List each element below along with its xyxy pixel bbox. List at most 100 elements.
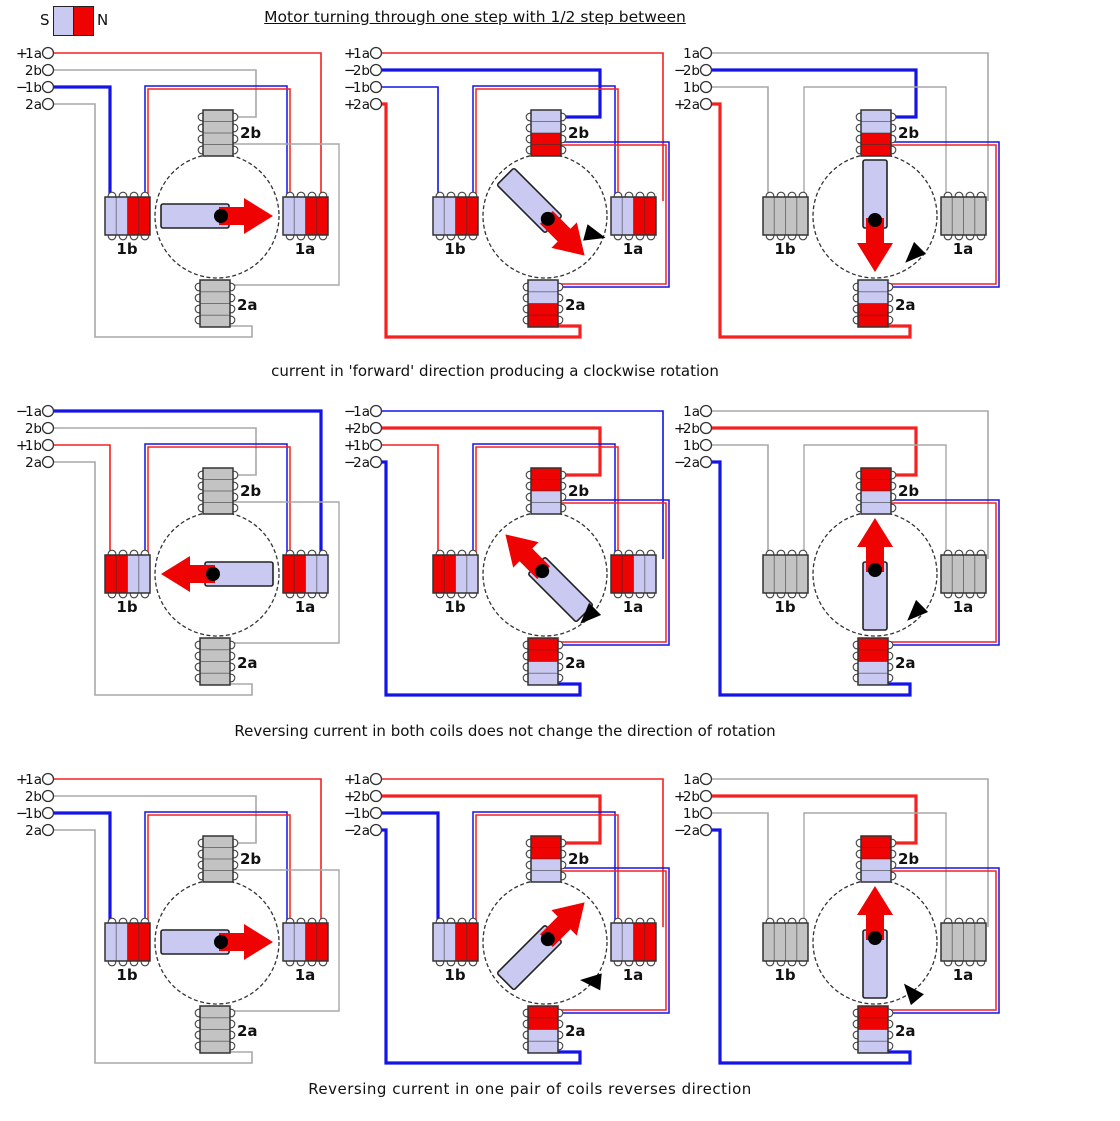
rotor-pivot-dot [540, 211, 555, 226]
terminal-label-1a: 1a [25, 772, 42, 788]
wire-phase1-link-red [147, 88, 291, 197]
coil-1a-outline [610, 554, 657, 594]
wire-terminal-2b [711, 426, 918, 477]
wire-phase1-link-red [475, 88, 619, 197]
wire-terminal-2b [711, 68, 918, 119]
wire-phase2-link-red [558, 144, 667, 285]
coil-label-2a: 2a [895, 654, 916, 672]
rotor-pivot-dot [868, 563, 882, 577]
wire-terminal-1b [53, 811, 112, 923]
terminal-sign-2a: − [344, 823, 356, 839]
coil-1a-outline [610, 922, 657, 962]
coil-label-2b: 2b [568, 850, 589, 868]
coil-label-1a: 1a [623, 598, 644, 616]
wire-terminal-1a [711, 410, 989, 559]
coil-label-2a: 2a [237, 296, 258, 314]
rotation-direction-arrow [907, 599, 929, 621]
wire-terminal-2a [53, 103, 253, 338]
terminal-label-2a: 2a [25, 455, 42, 471]
wire-terminal-1a [711, 778, 989, 927]
wire-terminal-2b [53, 69, 257, 118]
rotor [160, 924, 273, 960]
coil-label-1b: 1b [774, 240, 795, 258]
coil-label-1b: 1b [444, 240, 465, 258]
rotor-north-arrow [219, 198, 273, 234]
coil-label-2b: 2b [240, 482, 261, 500]
coil-1b-outline [104, 196, 151, 236]
terminal-circle-1b [699, 438, 713, 452]
rotation-direction-arrow [905, 241, 927, 263]
coil-2a-outline [857, 637, 889, 686]
terminal-sign-1b: − [344, 806, 356, 822]
coil-label-1a: 1a [953, 966, 974, 984]
coil-1a-outline [282, 922, 329, 962]
terminal-circle-2a [699, 823, 713, 837]
terminal-sign-2b: + [674, 421, 686, 437]
terminal-label-1b: 1b [353, 438, 370, 454]
legend-north-box [73, 6, 94, 36]
wire-phase1-link-red [475, 814, 619, 923]
wire-terminal-2b [381, 426, 602, 477]
coil-1b-outline [432, 196, 479, 236]
rotor-north-arrow [219, 924, 273, 960]
rotor-pivot-dot [214, 209, 228, 223]
wire-terminal-1b [53, 444, 111, 555]
terminal-circle-2b [699, 63, 713, 77]
coil-1a-outline [282, 196, 329, 236]
terminal-sign-1b: − [16, 80, 28, 96]
terminal-label-2a: 2a [25, 97, 42, 113]
wire-phase1-link-red [147, 814, 291, 923]
terminal-label-1a: 1a [683, 772, 700, 788]
terminal-sign-1a: + [16, 46, 28, 62]
coil-1b-outline [762, 554, 809, 594]
coil-label-1b: 1b [116, 598, 137, 616]
coil-label-2a: 2a [565, 654, 586, 672]
rotor-pivot-dot [540, 932, 555, 947]
coil-label-2b: 2b [898, 482, 919, 500]
coil-1b-outline [762, 922, 809, 962]
coil-label-2b: 2b [240, 850, 261, 868]
terminal-sign-2a: − [344, 455, 356, 471]
terminal-label-1a: 1a [25, 404, 42, 420]
terminal-circle-1a [41, 46, 55, 60]
terminal-sign-2a: − [674, 823, 686, 839]
terminal-label-1b: 1b [683, 806, 700, 822]
terminal-label-1a: 1a [353, 404, 370, 420]
coil-label-1b: 1b [774, 966, 795, 984]
terminal-circle-1b [699, 80, 713, 94]
terminal-circle-2a [369, 455, 383, 469]
wire-terminal-1b [711, 812, 769, 923]
caption-row-2: Reversing current in both coils does not… [234, 722, 776, 740]
page-title: Motor turning through one step with 1/2 … [264, 8, 686, 26]
wire-phase2-link-red [558, 502, 667, 643]
wire-terminal-2a [711, 102, 912, 339]
coil-label-1b: 1b [116, 966, 137, 984]
wire-terminal-1a [381, 52, 664, 201]
coil-label-1a: 1a [295, 598, 316, 616]
rotor-north-arrow [161, 556, 215, 592]
rotor [496, 167, 585, 256]
terminal-circle-1a [369, 404, 383, 418]
terminal-circle-1a [369, 46, 383, 60]
legend-south-label: S [40, 11, 50, 29]
terminal-sign-1b: + [16, 438, 28, 454]
wire-phase1-link-red [147, 446, 291, 555]
terminal-circle-1b [699, 806, 713, 820]
terminal-label-2a: 2a [683, 823, 700, 839]
wire-terminal-2b [53, 427, 257, 476]
terminal-sign-1a: − [344, 404, 356, 420]
wire-terminal-2a [381, 460, 582, 697]
wire-terminal-2a [711, 828, 912, 1065]
terminal-circle-2a [699, 455, 713, 469]
rotor-pivot-dot [535, 564, 550, 579]
coil-label-1a: 1a [623, 966, 644, 984]
terminal-label-1a: 1a [683, 404, 700, 420]
coil-label-2a: 2a [565, 296, 586, 314]
rotor-pivot-dot [868, 213, 882, 227]
